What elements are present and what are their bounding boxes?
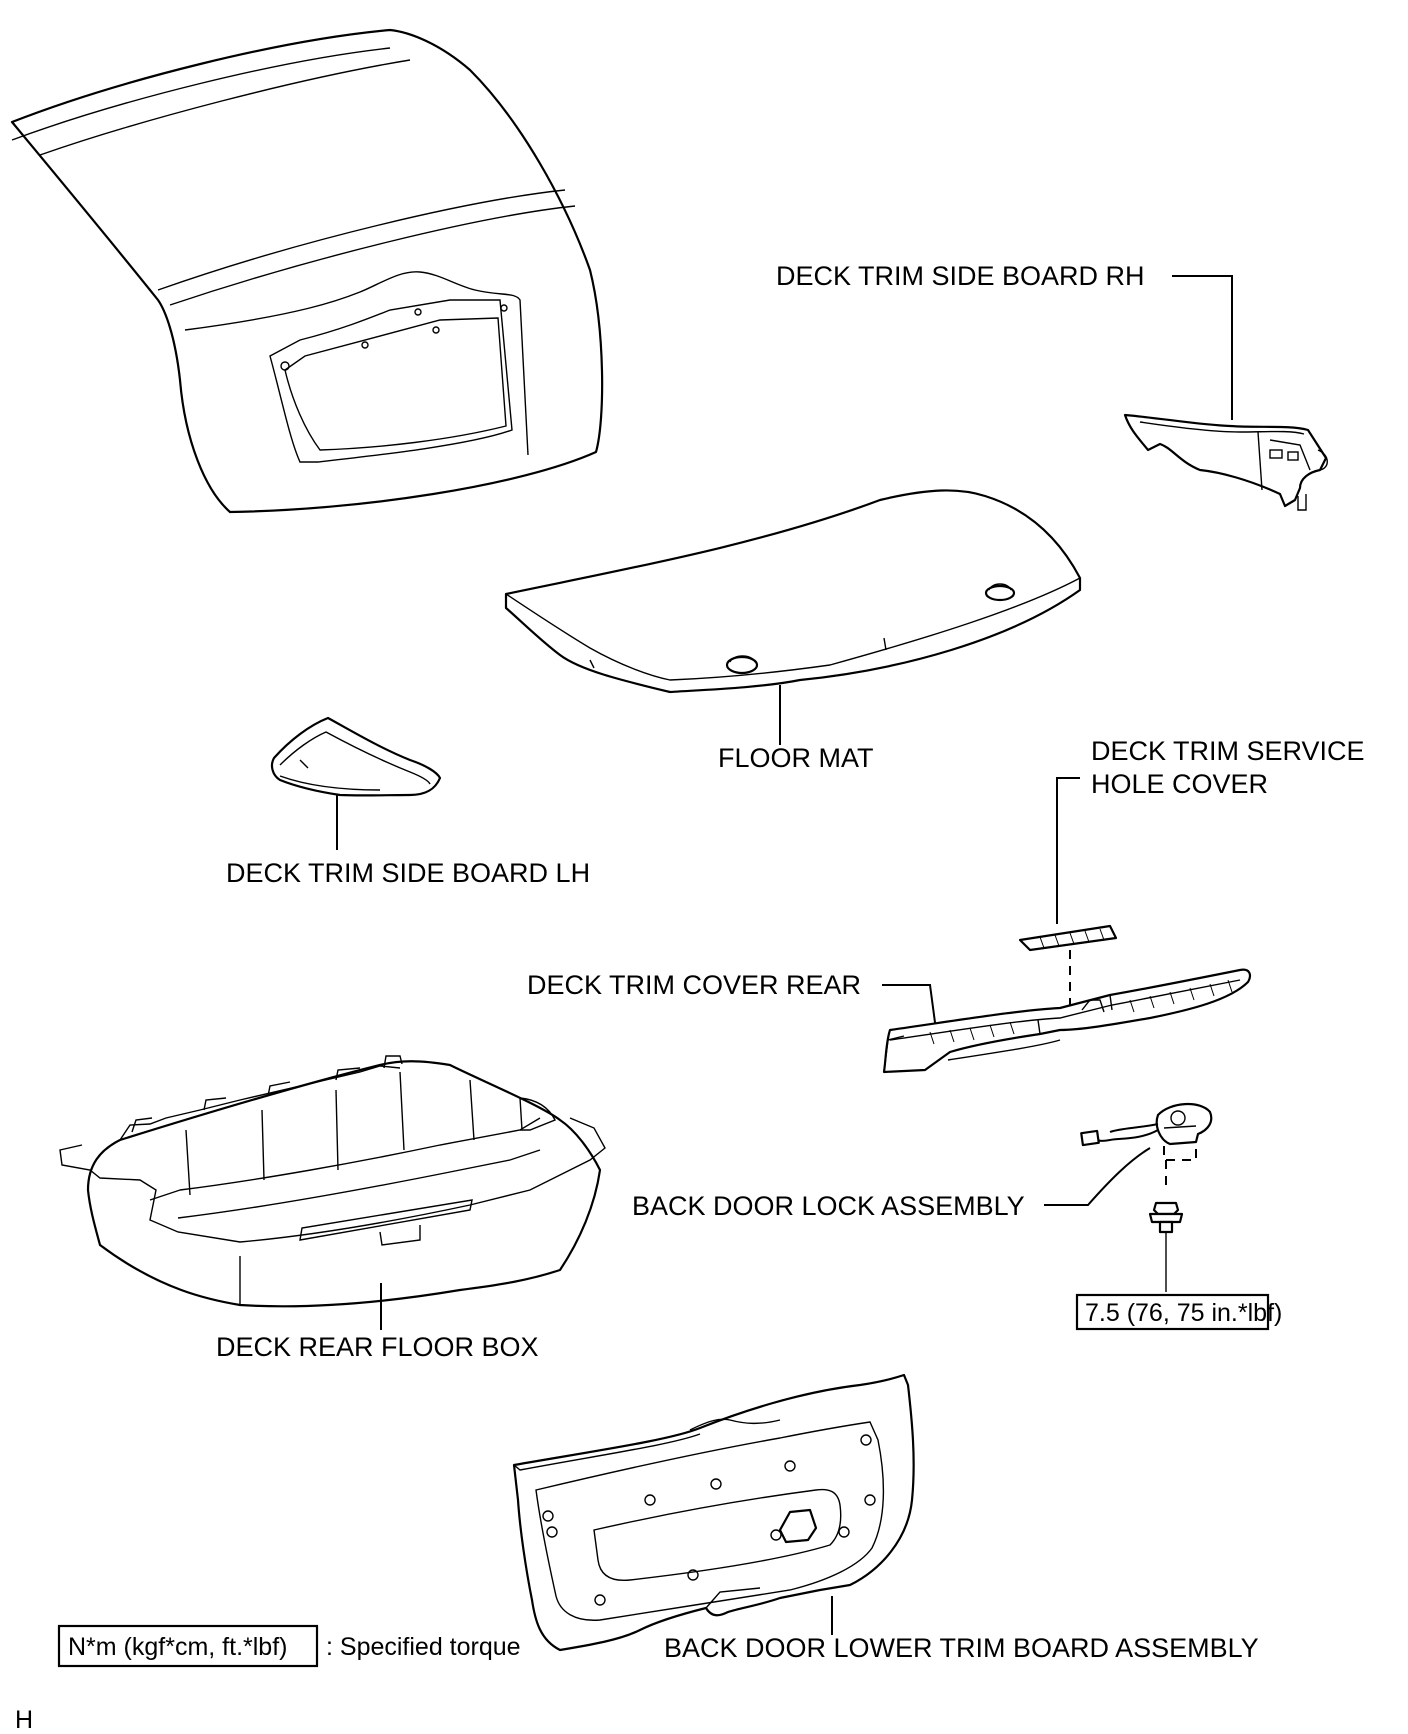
torque-legend: N*m (kgf*cm, ft.*lbf) : Specified torque [57,1624,521,1668]
service-hole-cover-illustration [1018,924,1118,1005]
bolt-torque-box [1075,1293,1270,1331]
legend-unit-text: N*m (kgf*cm, ft.*lbf) [68,1633,287,1661]
cover-rear-illustration [882,968,1251,1074]
side-board-rh-leader [1172,275,1233,420]
lock-assembly-leader [1044,1147,1151,1206]
floor-mat-illustration [504,489,1082,694]
side-board-rh-label: DECK TRIM SIDE BOARD RH [776,261,1145,291]
cover-rear-leader [882,984,937,1031]
side-board-lh-illustration [270,716,442,797]
lock-assembly-alignment-box [1163,1146,1197,1161]
service-hole-cover-label-line1: DECK TRIM SERVICE [1091,736,1365,766]
lock-assembly-illustration [1080,1103,1213,1190]
bolt-torque-value: 7.5 (76, 75 in.*lbf) [1085,1299,1282,1327]
lower-trim-board-illustration [512,1373,915,1652]
floor-box-illustration [59,1055,606,1308]
service-hole-cover-leader [1056,777,1080,924]
cover-rear-label: DECK TRIM COVER REAR [527,970,861,1000]
floor-box-label: DECK REAR FLOOR BOX [216,1332,539,1362]
figure-code: H [15,1706,33,1734]
side-board-lh-label: DECK TRIM SIDE BOARD LH [226,858,590,888]
service-hole-cover-label-line2: HOLE COVER [1091,769,1268,799]
legend-unit-box [57,1624,319,1668]
side-board-rh-illustration [1123,413,1328,511]
lower-trim-board-label: BACK DOOR LOWER TRIM BOARD ASSEMBLY [664,1633,1259,1663]
floor-mat-label: FLOOR MAT [718,743,874,773]
lock-assembly-label: BACK DOOR LOCK ASSEMBLY [632,1191,1025,1221]
bolt-illustration [1148,1201,1184,1292]
back-door-illustration [10,28,604,514]
legend-description: : Specified torque [326,1633,521,1661]
